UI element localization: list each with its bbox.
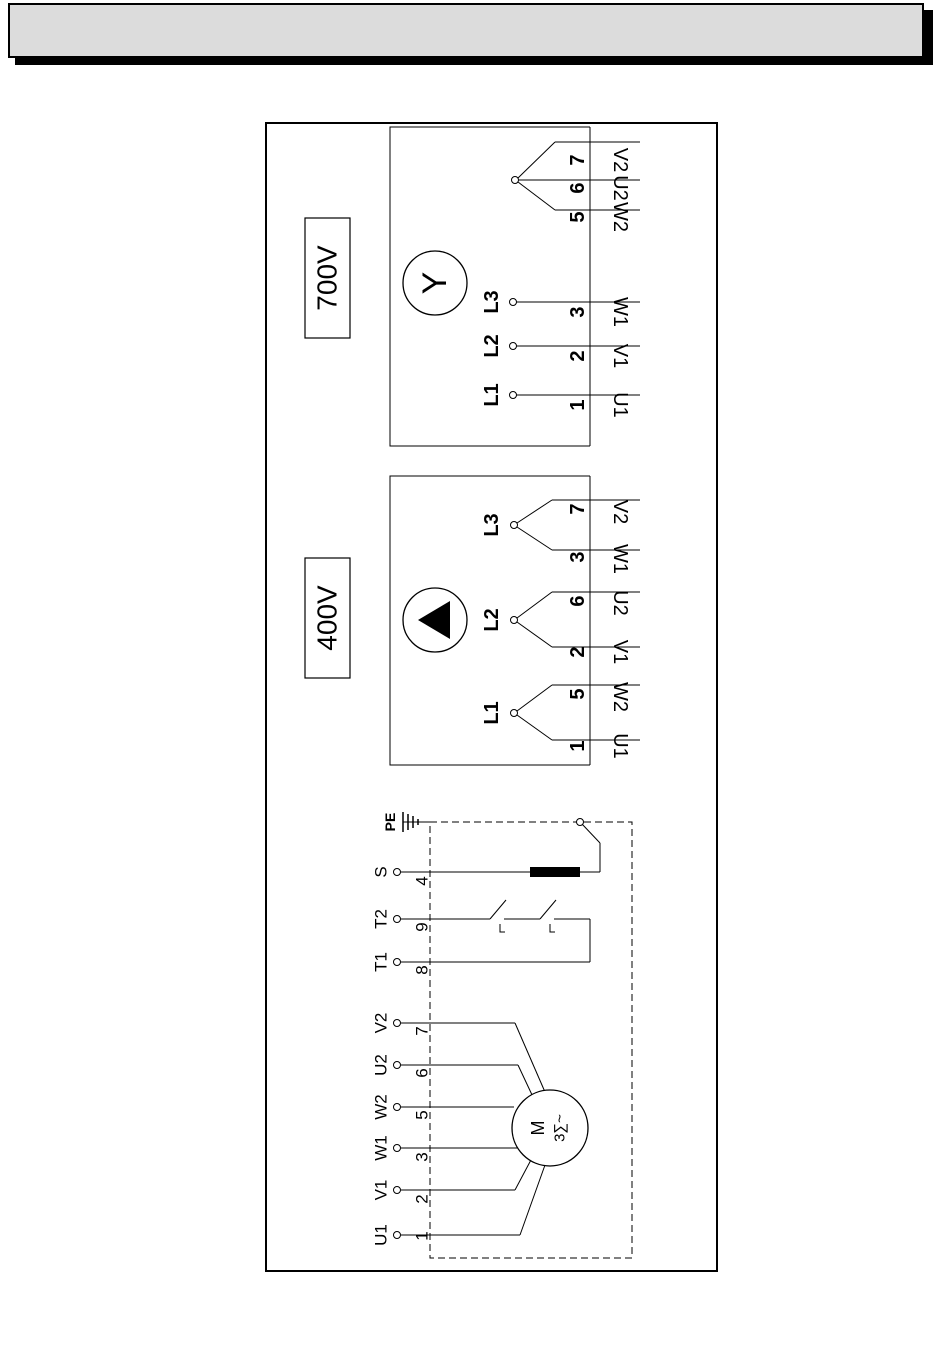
schematic-label-W2: W2 — [372, 1094, 391, 1120]
schematic-num-5: 5 — [413, 1110, 432, 1119]
schematic-num-7: 7 — [413, 1026, 432, 1035]
schematic-num-4: 4 — [413, 876, 432, 885]
delta-terminal-2: 2 — [567, 646, 589, 657]
schematic-label-U1: U1 — [372, 1224, 391, 1246]
schematic-num-6: 6 — [413, 1068, 432, 1077]
schematic-label-U2: U2 — [372, 1054, 391, 1076]
motor-phase-label: 3∑~ — [552, 1114, 569, 1142]
star-winding-U1: U1 — [609, 392, 631, 418]
delta-terminal-3: 3 — [567, 551, 589, 562]
star-terminal-2: 2 — [567, 350, 589, 361]
schematic-num-9: 9 — [413, 922, 432, 931]
schematic-label-V1: V1 — [372, 1180, 391, 1201]
schematic-label-W1: W1 — [372, 1135, 391, 1161]
delta-winding-V1: V1 — [609, 640, 631, 664]
schematic-label-V2: V2 — [372, 1013, 391, 1034]
schematic-label-PE: PE — [382, 813, 398, 832]
delta-line-L1: L1 — [481, 701, 503, 724]
delta-terminal-1: 1 — [567, 740, 589, 751]
star-line-L2: L2 — [481, 334, 503, 357]
schematic-num-8: 8 — [413, 965, 432, 974]
delta-winding-W2: W2 — [609, 682, 631, 712]
star-winding-V2: V2 — [609, 148, 631, 172]
star-winding-W1: W1 — [609, 297, 631, 327]
schematic-num-1: 1 — [413, 1231, 432, 1240]
motor-enclosure — [430, 822, 632, 1258]
star-terminal-3: 3 — [567, 306, 589, 317]
star-terminal-7: 7 — [567, 154, 589, 165]
star-line-L1: L1 — [481, 383, 503, 406]
motor-icon — [512, 1090, 588, 1166]
schematic-label-T1: T1 — [372, 952, 391, 972]
star-winding-V1: V1 — [609, 344, 631, 368]
schematic-num-2: 2 — [413, 1194, 432, 1203]
star-terminal-1: 1 — [567, 399, 589, 410]
star-winding-U2: U2 — [609, 175, 631, 201]
delta-line-L3: L3 — [481, 513, 503, 536]
star-line-L3: L3 — [481, 290, 503, 313]
delta-winding-V2: V2 — [609, 500, 631, 524]
voltage-400-label: 400V — [312, 585, 343, 651]
delta-line-L2: L2 — [481, 608, 503, 631]
star-terminal-6: 6 — [567, 182, 589, 193]
delta-winding-U1: U1 — [609, 733, 631, 759]
schematic-label-T2: T2 — [372, 909, 391, 929]
delta-terminal-7: 7 — [567, 503, 589, 514]
voltage-700-label: 700V — [312, 245, 343, 311]
star-terminal-5: 5 — [567, 211, 589, 222]
delta-connection-box: L1 L2 L3 1 5 2 6 3 7 U1 W2 V1 U2 W1 V2 — [390, 476, 640, 765]
delta-winding-W1: W1 — [609, 544, 631, 574]
delta-terminal-6: 6 — [567, 595, 589, 606]
star-symbol: Y — [416, 272, 454, 295]
star-connection-box: Y L1 L2 L3 1 2 3 U1 V1 W1 5 6 7 W2 U2 V2 — [390, 127, 640, 446]
motor-label: M — [528, 1121, 548, 1136]
schematic-label-S: S — [372, 866, 391, 877]
motor-schematic: M 3∑~ U1 V1 W1 W2 U2 V2 T1 T2 S — [372, 812, 633, 1258]
schematic-num-3: 3 — [413, 1152, 432, 1161]
star-winding-W2: W2 — [609, 202, 631, 232]
delta-triangle-icon — [418, 601, 450, 639]
heater-element — [530, 867, 580, 877]
delta-winding-U2: U2 — [609, 590, 631, 616]
delta-terminal-5: 5 — [567, 688, 589, 699]
